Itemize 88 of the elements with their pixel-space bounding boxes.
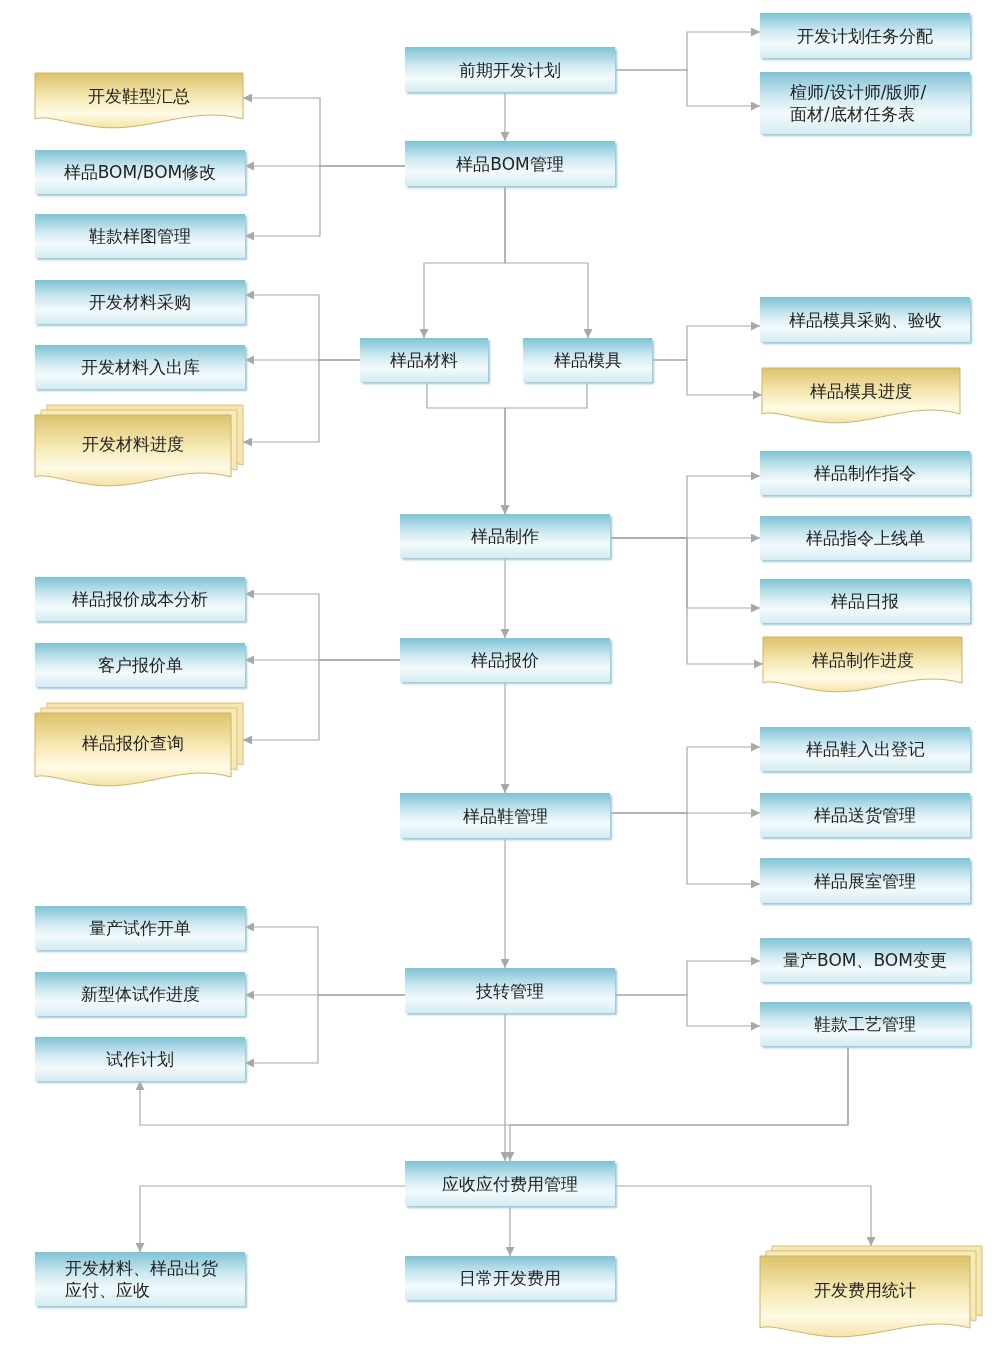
node-label: 客户报价单 — [96, 654, 184, 676]
process-box — [523, 338, 652, 382]
connector-arrow — [244, 994, 406, 1068]
connector-arrow — [500, 1012, 510, 1162]
process-box — [760, 579, 970, 623]
node-label: 样品指令上线单 — [804, 527, 926, 549]
node-label: 量产BOM、BOM变更 — [782, 949, 948, 971]
connector-arrow — [614, 69, 761, 111]
connector-arrow — [505, 1205, 515, 1257]
connector-arrow — [242, 359, 361, 447]
node-label: 日常开发费用 — [458, 1267, 562, 1289]
node-label: 开发材料入出库 — [79, 356, 201, 378]
node-label: 开发材料、样品出货应付、应收 — [64, 1257, 219, 1301]
node-label: 开发计划任务分配 — [796, 24, 934, 47]
node-label: 样品模具 — [552, 349, 623, 371]
node-label: 样品制作进度 — [810, 649, 915, 671]
process-box — [35, 906, 245, 950]
node-label: 样品日报 — [830, 590, 900, 612]
process-box — [35, 280, 245, 324]
process-box — [35, 1037, 245, 1081]
node-label: 样品鞋入出登记 — [804, 738, 926, 760]
node-label: 楦师/设计师/版师/面材/底材任务表 — [789, 81, 928, 125]
node-label: 样品BOM管理 — [455, 152, 565, 175]
process-box — [400, 514, 610, 558]
process-box — [400, 638, 610, 682]
node-label: 前期开发计划 — [458, 58, 562, 81]
process-box — [760, 451, 970, 495]
node-label: 样品报价 — [470, 649, 540, 671]
node-label: 样品模具采购、验收 — [787, 308, 943, 331]
connector-arrow — [609, 537, 764, 669]
node-label: 开发材料采购 — [88, 291, 192, 313]
node-label: 样品报价查询 — [81, 732, 185, 754]
connector-arrow — [500, 681, 510, 794]
connector-arrow — [614, 1185, 876, 1247]
node-label: 量产试作开单 — [88, 917, 192, 939]
connector-arrow — [500, 837, 510, 969]
connector-arrow — [504, 185, 593, 339]
process-box — [405, 968, 615, 1013]
process-box — [405, 47, 615, 92]
node-label: 样品BOM/BOM修改 — [62, 161, 218, 183]
node-label: 样品制作 — [470, 525, 540, 547]
connector-arrow — [614, 994, 761, 1031]
process-box — [760, 858, 970, 903]
process-box — [760, 297, 970, 342]
connector-arrow — [244, 165, 406, 241]
process-box — [35, 214, 245, 258]
node-label: 开发费用统计 — [813, 1279, 917, 1301]
node-label: 样品模具进度 — [809, 380, 913, 402]
node-label: 样品送货管理 — [813, 804, 917, 826]
process-box — [35, 577, 245, 621]
process-box — [360, 338, 488, 382]
process-box — [760, 72, 970, 134]
process-box — [760, 727, 970, 771]
node-label: 鞋款样图管理 — [88, 225, 192, 247]
connector-arrow — [500, 381, 588, 515]
process-box — [760, 938, 970, 982]
connector-arrow — [135, 1185, 406, 1253]
node-label: 技转管理 — [475, 979, 545, 1002]
process-box — [760, 13, 970, 58]
process-box — [35, 150, 245, 194]
process-box — [405, 141, 615, 186]
connector-arrow — [500, 91, 510, 142]
process-box — [760, 793, 970, 837]
node-label: 试作计划 — [105, 1048, 175, 1070]
connector-arrow — [651, 359, 763, 400]
node-label: 样品制作指令 — [813, 462, 917, 484]
connector-arrow — [500, 557, 510, 639]
connector-arrow — [242, 659, 401, 745]
node-label: 开发材料进度 — [81, 433, 185, 455]
process-box — [760, 516, 970, 560]
process-box — [35, 1252, 245, 1306]
node-label: 应收应付费用管理 — [441, 1172, 579, 1195]
connector-arrow — [609, 812, 761, 889]
process-box — [35, 643, 245, 687]
node-label: 开发鞋型汇总 — [87, 85, 191, 107]
node-label: 样品材料 — [389, 349, 459, 371]
process-box — [400, 793, 610, 838]
connector-arrow — [505, 1045, 849, 1162]
node-label: 样品展室管理 — [813, 869, 917, 892]
node-label: 鞋款工艺管理 — [813, 1013, 917, 1035]
node-label: 新型体试作进度 — [79, 983, 201, 1005]
node-label: 样品鞋管理 — [461, 804, 549, 827]
process-box — [405, 1256, 615, 1300]
process-box — [35, 972, 245, 1016]
process-box — [760, 1002, 970, 1046]
process-box — [405, 1161, 615, 1206]
node-label: 样品报价成本分析 — [71, 588, 209, 610]
process-box — [35, 345, 245, 389]
